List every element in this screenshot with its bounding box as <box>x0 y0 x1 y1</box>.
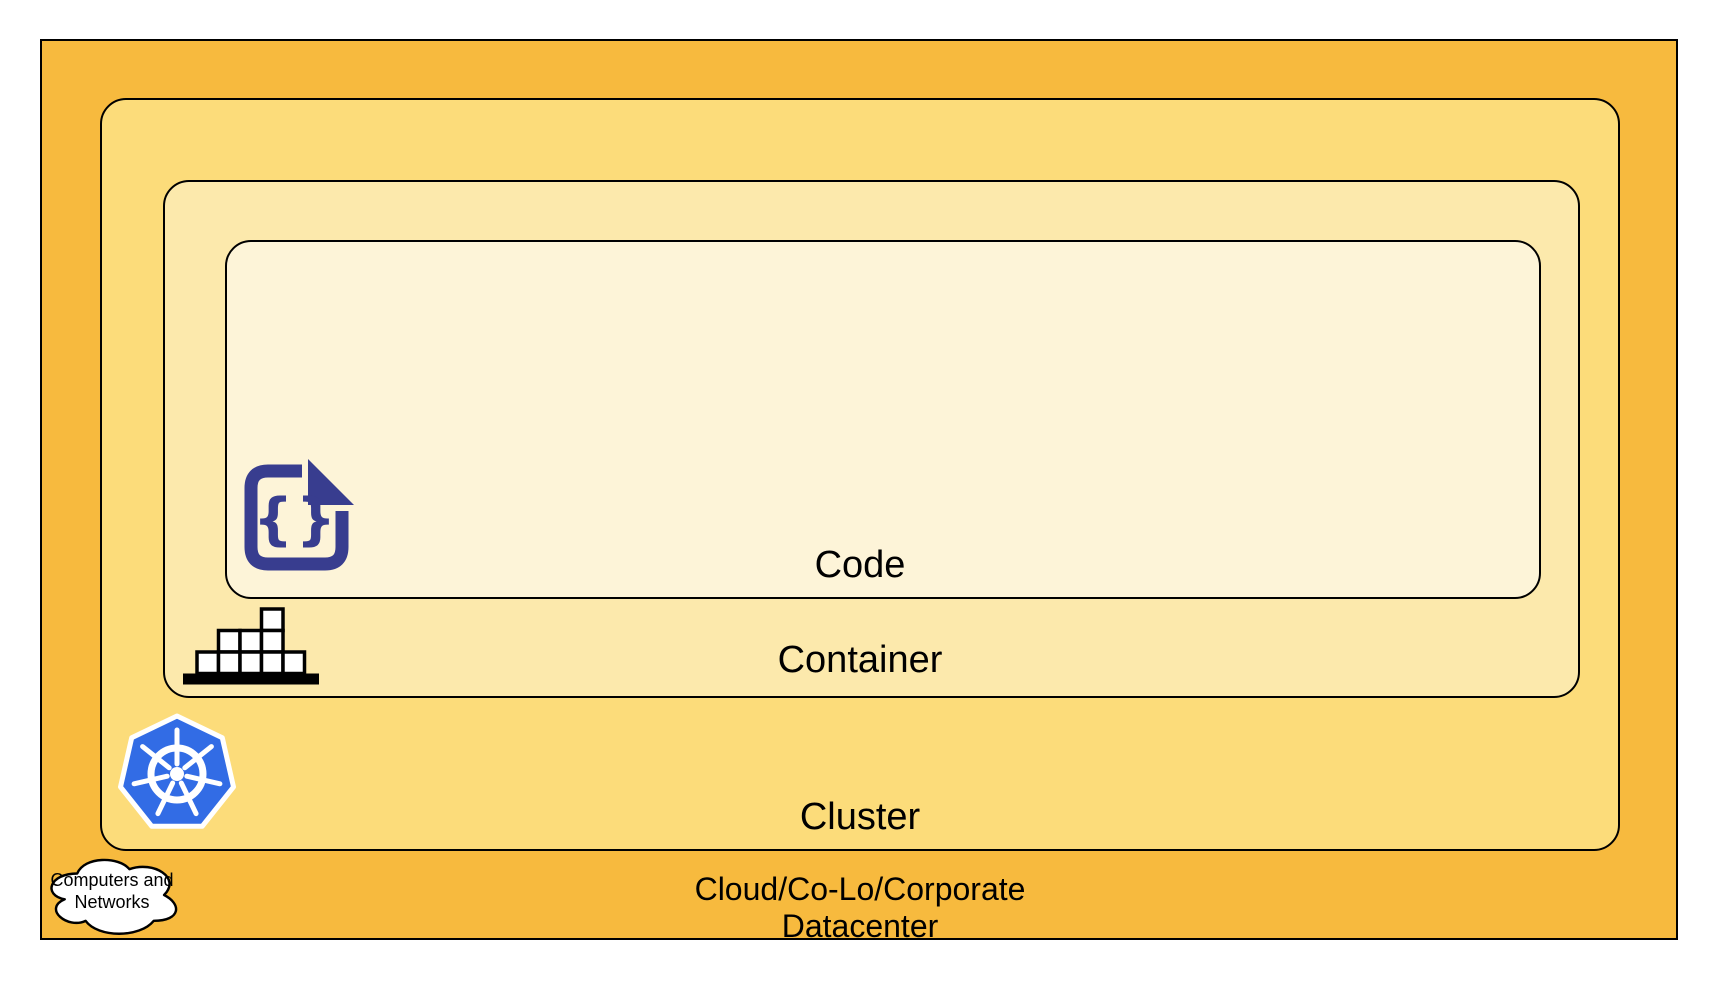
document-fold <box>308 459 354 505</box>
braces-glyph: {} <box>253 487 339 552</box>
cloud-caption-line2: Networks <box>74 892 150 912</box>
document-outline <box>244 464 349 571</box>
kubernetes-icon <box>118 713 236 829</box>
label-container: Container <box>777 639 943 681</box>
cloud-outline <box>50 858 178 935</box>
cloud-caption-line1: Computers and <box>50 870 174 890</box>
label-datacenter-line2: Datacenter <box>781 908 939 944</box>
cloud-caption: Computers and Networks <box>41 869 183 913</box>
helm-wheel-hub <box>170 767 184 781</box>
container-base-bar <box>183 673 319 685</box>
label-cluster: Cluster <box>799 796 921 838</box>
layer-code-box <box>225 240 1541 599</box>
code-file-icon: {} <box>244 459 354 571</box>
label-code: Code <box>814 544 906 586</box>
label-datacenter-line1: Cloud/Co-Lo/Corporate <box>694 871 1026 907</box>
label-datacenter: Cloud/Co-Lo/Corporate Datacenter <box>0 871 1720 945</box>
container-stack-icon <box>183 607 319 685</box>
container-box <box>259 607 285 633</box>
helm-wheel-ring <box>147 744 207 804</box>
computers-networks-cloud-icon <box>50 858 178 935</box>
